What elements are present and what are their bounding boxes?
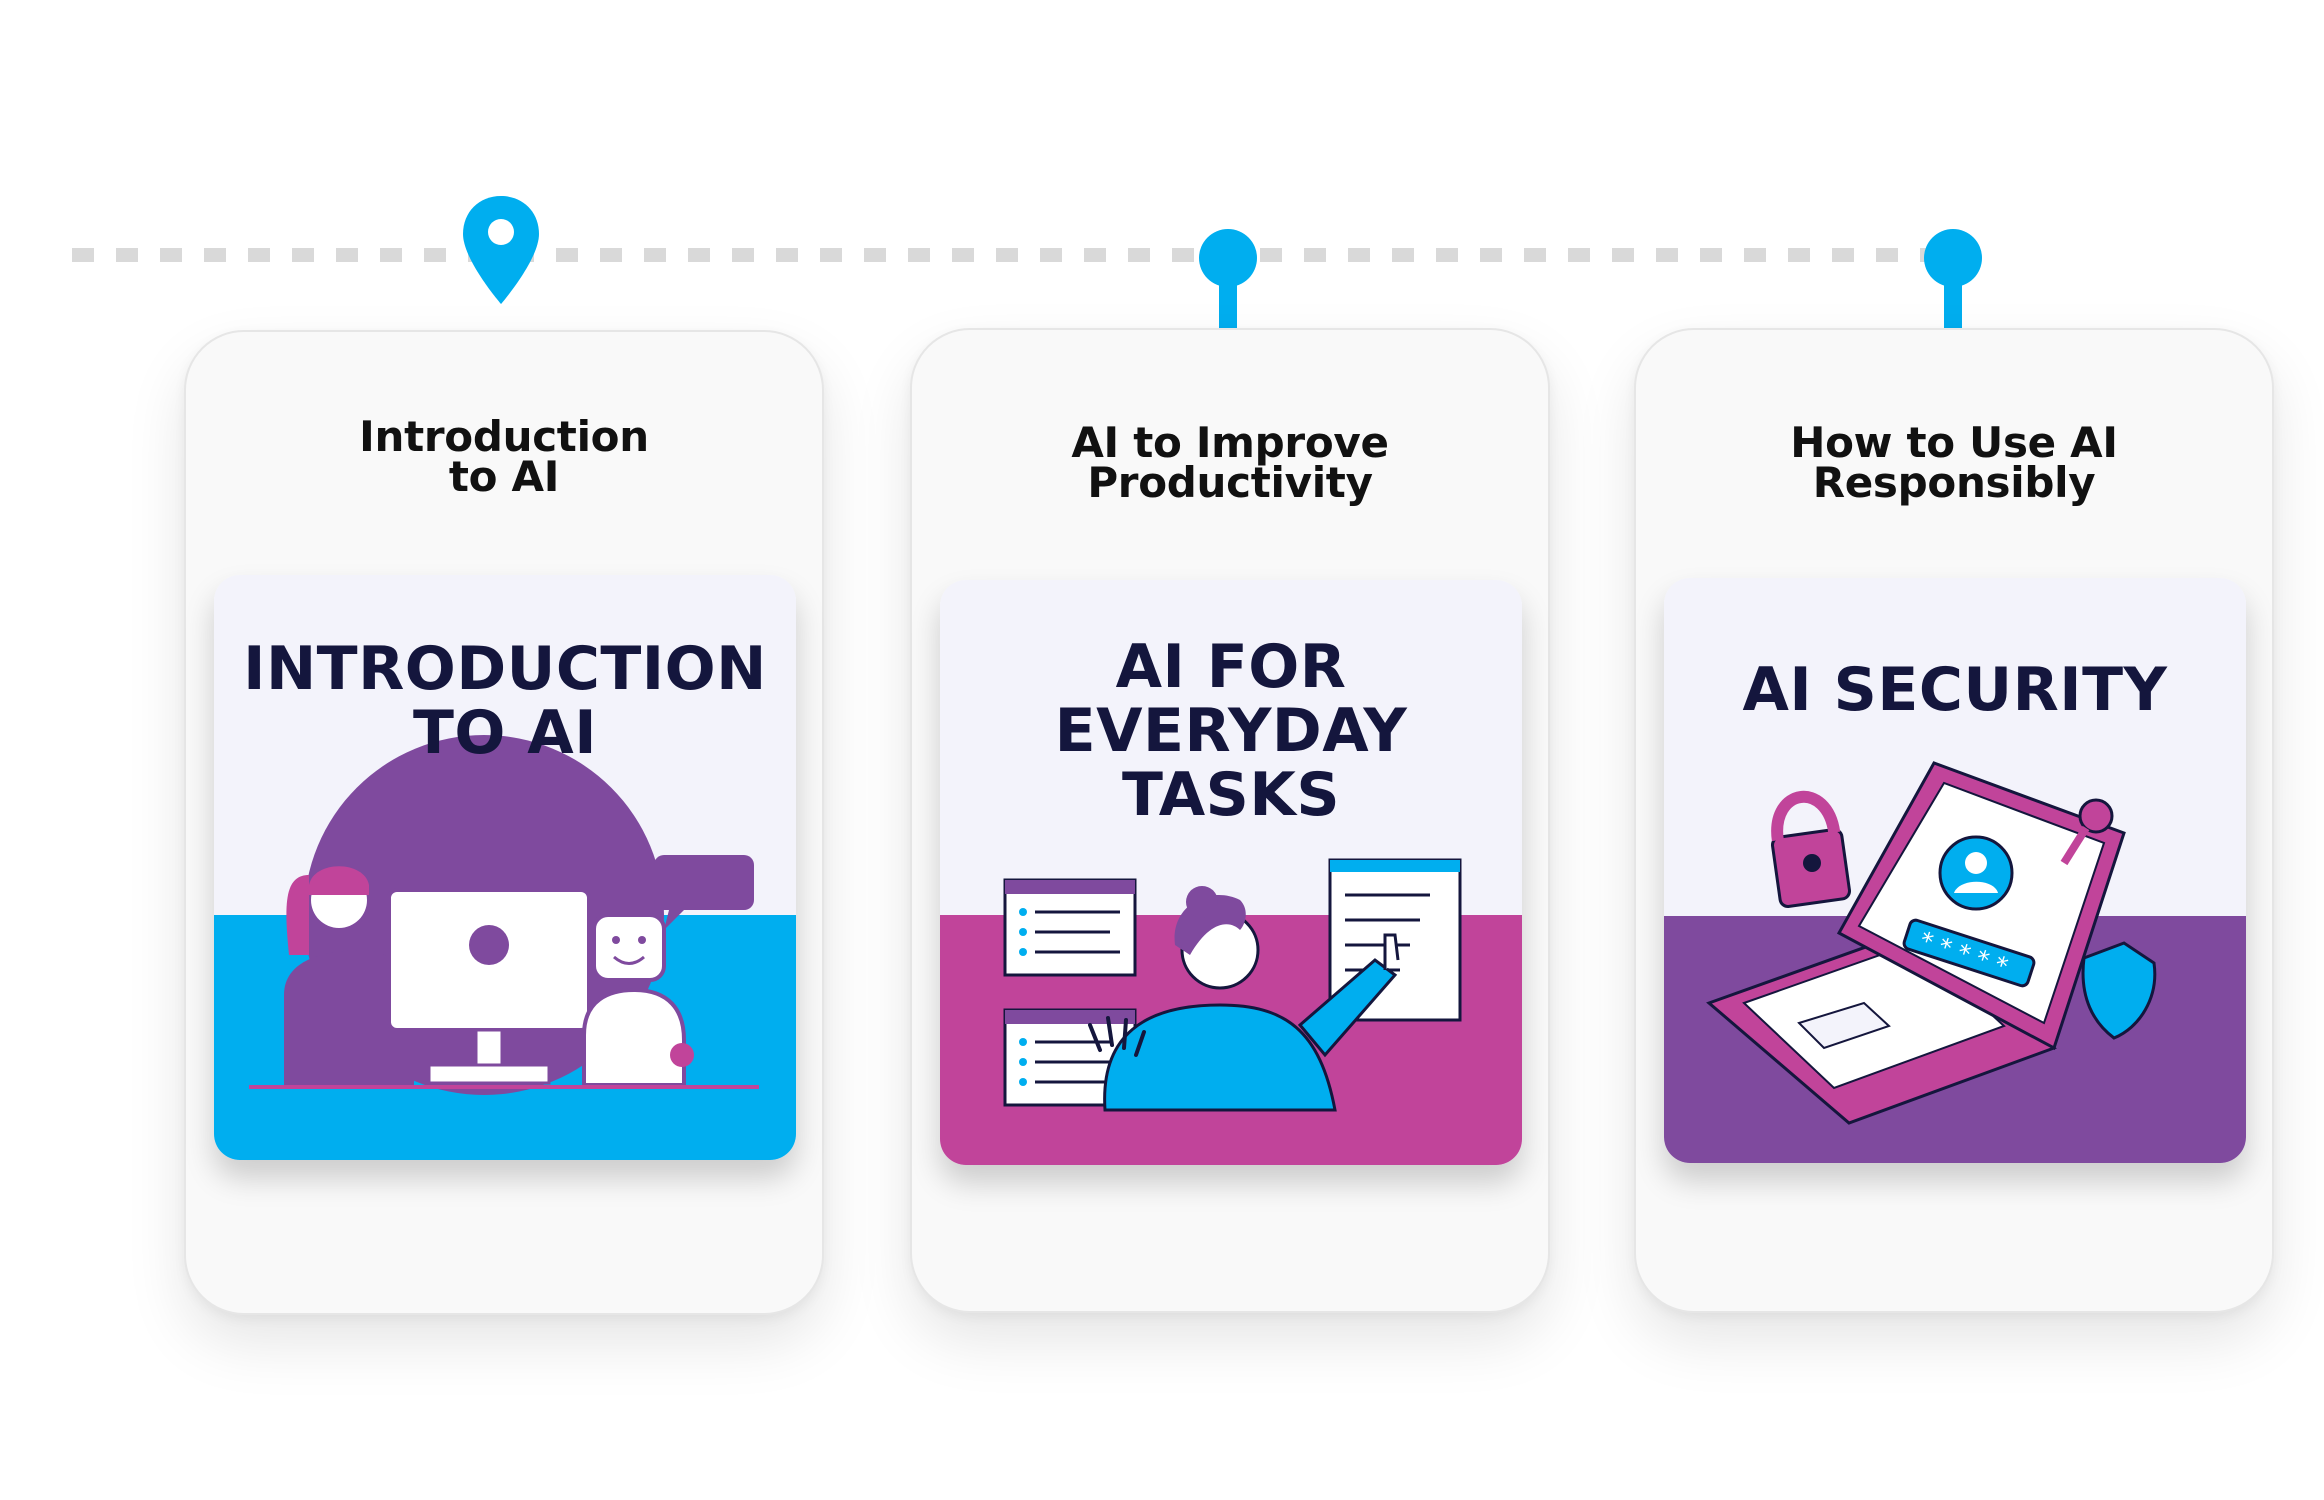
thumbnail-heading: INTRODUCTION TO AI [243, 634, 767, 768]
checklist-illustration-icon [940, 580, 1522, 1165]
course-card-ai-responsibly[interactable]: How to Use AI Responsibly * * * * * AI S… [1634, 328, 2274, 1313]
course-thumbnail[interactable]: * * * * * AI SECURITY [1664, 578, 2246, 1163]
course-card-ai-productivity[interactable]: AI to Improve Productivity [910, 328, 1550, 1313]
milestone-marker-icon[interactable] [1920, 228, 1986, 328]
card-title: How to Use AI Responsibly [1790, 418, 2118, 507]
thumbnail-heading: AI FOR EVERYDAY TASKS [1054, 632, 1408, 830]
course-thumbnail[interactable]: INTRODUCTION TO AI [214, 575, 796, 1160]
location-pin-icon[interactable] [460, 194, 542, 306]
milestone-marker-icon[interactable] [1195, 228, 1261, 328]
timeline-track [72, 248, 1952, 262]
card-title: Introduction to AI [359, 412, 649, 501]
course-card-introduction-to-ai[interactable]: Introduction to AI INTRODUCTION [184, 330, 824, 1315]
computer-robot-illustration-icon [214, 575, 796, 1160]
course-thumbnail[interactable]: AI FOR EVERYDAY TASKS [940, 580, 1522, 1165]
thumbnail-heading: AI SECURITY [1742, 655, 2168, 725]
laptop-security-illustration-icon: * * * * * [1664, 578, 2246, 1163]
card-title: AI to Improve Productivity [1071, 418, 1389, 507]
